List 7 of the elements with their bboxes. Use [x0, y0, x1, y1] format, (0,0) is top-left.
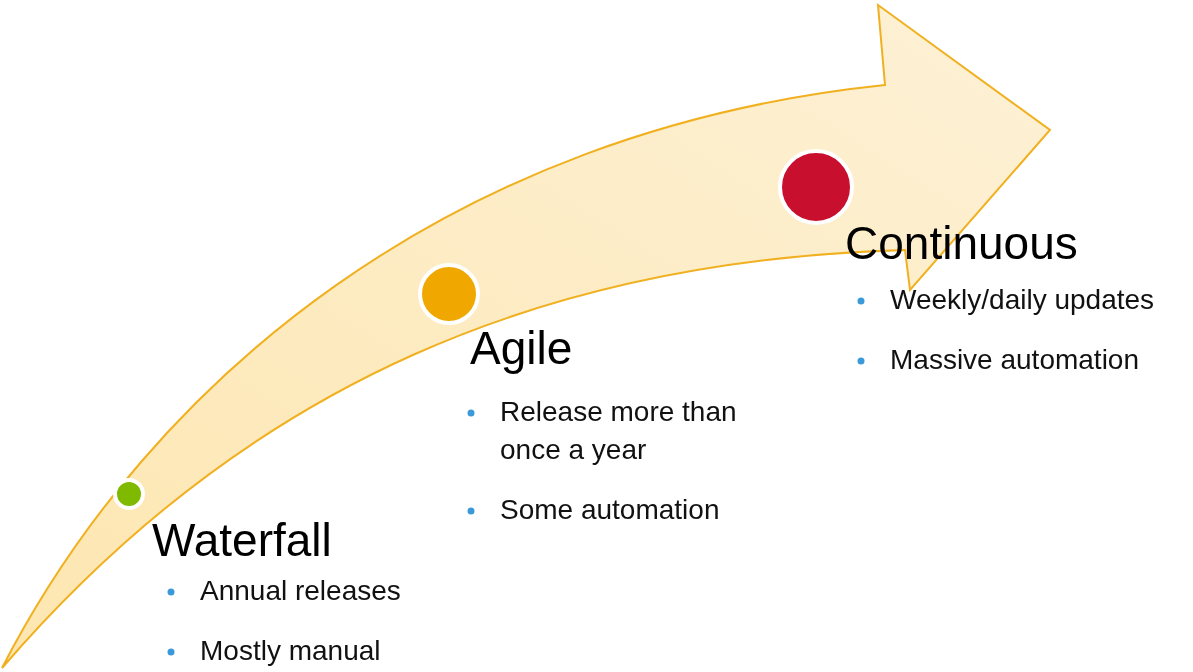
bullet-text: Massive automation	[890, 344, 1139, 375]
bullet-text: Annual releases	[200, 575, 401, 606]
bullet-text: Release more than once a year	[500, 396, 737, 465]
bullet-text: Weekly/daily updates	[890, 284, 1155, 315]
stage-heading: Waterfall	[152, 517, 332, 563]
bullet-text: Some automation	[500, 494, 720, 525]
bullet-text: Mostly manual	[200, 635, 381, 666]
